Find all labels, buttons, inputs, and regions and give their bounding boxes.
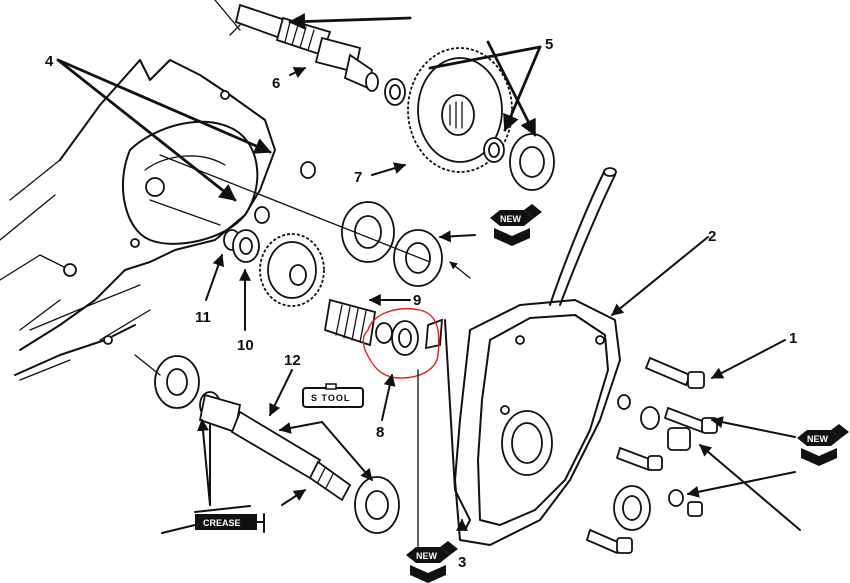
gasket-tab <box>424 318 444 350</box>
new-badge-right-1: NEW <box>797 424 849 466</box>
leader-lines <box>56 0 801 549</box>
crankcase-cover <box>444 299 621 546</box>
breather-tube <box>549 169 616 306</box>
crankcase-housing <box>0 59 276 381</box>
callout-11: 11 <box>195 309 211 326</box>
callouts: 1 2 3 4 5 6 7 8 9 10 11 12 <box>45 36 797 571</box>
callout-7: 7 <box>354 169 362 186</box>
svg-text:NEW: NEW <box>807 434 829 444</box>
callout-2: 2 <box>708 228 716 245</box>
input-shaft-12 <box>134 354 400 534</box>
spacer-8 <box>375 322 393 344</box>
output-shaft <box>234 3 379 92</box>
idler-gear <box>259 233 325 307</box>
washer-10-hole <box>239 237 253 255</box>
callout-4: 4 <box>45 53 54 70</box>
callout-6: 6 <box>272 75 280 92</box>
dowel-pin-upper <box>300 161 316 179</box>
highlight-circle <box>362 308 440 379</box>
seal-and-bearing-5 <box>483 133 555 191</box>
svg-text:S TOOL: S TOOL <box>311 393 350 403</box>
callout-9: 9 <box>413 292 421 309</box>
thrust-washer-8-hole <box>398 328 412 348</box>
new-badge-bottom: NEW <box>406 541 458 583</box>
center-bearings <box>159 154 443 287</box>
dowel-pin-lower <box>254 206 270 224</box>
svg-text:CREASE: CREASE <box>203 518 241 528</box>
callout-5: 5 <box>545 36 553 53</box>
callout-8: 8 <box>376 424 384 441</box>
callout-3: 3 <box>458 554 466 571</box>
new-badge-top: NEW <box>490 204 542 246</box>
cover-bolts <box>585 356 718 555</box>
svg-text:NEW: NEW <box>416 551 438 561</box>
special-tool-label: S TOOL <box>302 383 364 408</box>
callout-10: 10 <box>237 337 254 354</box>
callout-12: 12 <box>284 352 301 369</box>
callout-1: 1 <box>789 330 797 347</box>
grease-tube: CREASE <box>161 505 265 534</box>
svg-text:NEW: NEW <box>500 214 522 224</box>
driven-gear <box>384 47 513 173</box>
pinion-shaft-9 <box>323 298 377 347</box>
breather-tube-end <box>603 167 617 177</box>
